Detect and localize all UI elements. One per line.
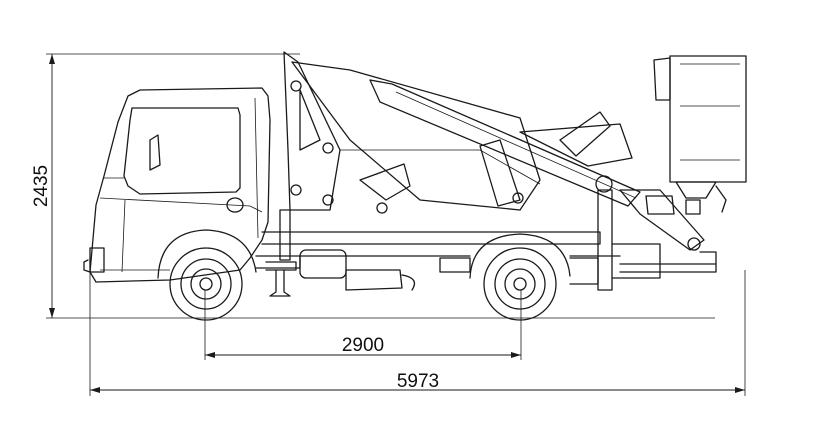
rear-rim	[494, 258, 546, 310]
wheelbase-arrow-right	[511, 352, 521, 358]
rear-outrigger-end	[699, 251, 717, 265]
cab-beltline	[99, 197, 263, 213]
length-arrow-right	[735, 387, 745, 393]
lower-boom-pin-1	[376, 202, 388, 214]
platform-basket	[653, 55, 747, 215]
upper-boom-cylinder-housing	[519, 123, 633, 167]
basket-body	[669, 55, 747, 183]
rear-suspension-mount	[439, 257, 471, 273]
truck-cab	[83, 87, 271, 283]
rear-bracket	[569, 257, 599, 285]
front-hub	[190, 268, 222, 300]
headlight	[89, 247, 105, 273]
length-dimension-label: 5973	[397, 371, 439, 392]
turret-pin-top	[290, 80, 302, 92]
jib-link	[619, 189, 705, 251]
front-rim	[180, 258, 232, 310]
side-mirror	[149, 134, 161, 171]
front-stabilizer-housing	[265, 261, 297, 271]
turret-pin-mid	[322, 142, 334, 154]
fuel-cap	[226, 197, 244, 213]
upper-boom	[369, 79, 641, 207]
upper-boom-pivot	[595, 175, 613, 193]
height-dimension: 2435	[31, 53, 715, 319]
cab-door-front-edge	[121, 199, 126, 273]
upper-boom-inner-line	[395, 91, 637, 199]
lower-boom	[291, 61, 541, 214]
chassis-upper-rail	[261, 231, 601, 245]
height-dimension-label: 2435	[31, 165, 52, 207]
jib-arm	[559, 111, 611, 157]
fuel-tank	[299, 249, 347, 279]
front-tire	[169, 247, 243, 321]
basket-mount	[685, 199, 701, 215]
length-dimension: 5973	[89, 270, 746, 396]
turret-cutout	[299, 89, 321, 151]
front-axle-cap	[199, 277, 213, 291]
rear-axle-cap	[513, 277, 527, 291]
upper-boom-outer	[369, 79, 641, 207]
boom-knuckle-plate	[479, 139, 521, 207]
front-stabilizer-foot	[269, 269, 291, 297]
jib	[619, 189, 705, 251]
rear-hub	[504, 268, 536, 300]
cab-door-rear-edge	[254, 97, 259, 239]
basket-rotator	[675, 181, 717, 199]
basket-hose	[715, 185, 727, 213]
front-wheel	[157, 229, 257, 321]
basket-rails	[680, 63, 740, 161]
lower-boom-bracket	[359, 163, 411, 201]
lower-boom-outline	[291, 61, 541, 211]
length-arrow-left	[90, 387, 100, 393]
turret-pin-low	[290, 184, 302, 196]
wheelbase-arrow-left	[205, 352, 215, 358]
rear-tire	[483, 247, 557, 321]
boom-turret	[283, 51, 341, 211]
height-arrow-top	[49, 54, 55, 64]
jib-end-pivot	[687, 237, 701, 251]
lower-boom-rod	[340, 149, 541, 185]
rear-wheel	[469, 233, 571, 321]
rear-stabilizer-column	[597, 189, 613, 291]
battery-box	[345, 269, 403, 291]
cab-outline	[89, 87, 271, 283]
wheelbase-dimension-label: 2900	[342, 335, 384, 356]
wheelbase-dimension: 2900	[204, 290, 522, 360]
front-stabilizer-leg	[279, 209, 291, 261]
cable-loop	[401, 274, 416, 291]
basket-control-panel	[653, 57, 671, 101]
bumper-front	[83, 259, 91, 273]
height-arrow-bottom	[49, 308, 55, 318]
turret-column	[283, 51, 341, 211]
rear-stabilizer-frame	[611, 243, 661, 279]
front-stabilizer	[265, 209, 297, 297]
rear-outrigger-beam	[619, 263, 717, 273]
chassis	[255, 231, 621, 291]
rear-wheel-arch	[469, 233, 571, 279]
rear-stabilizer	[597, 189, 717, 291]
jib-cylinder	[645, 195, 675, 215]
front-wheel-arch	[157, 229, 257, 279]
cab-window	[123, 107, 241, 195]
turret-pin-base	[322, 194, 334, 206]
